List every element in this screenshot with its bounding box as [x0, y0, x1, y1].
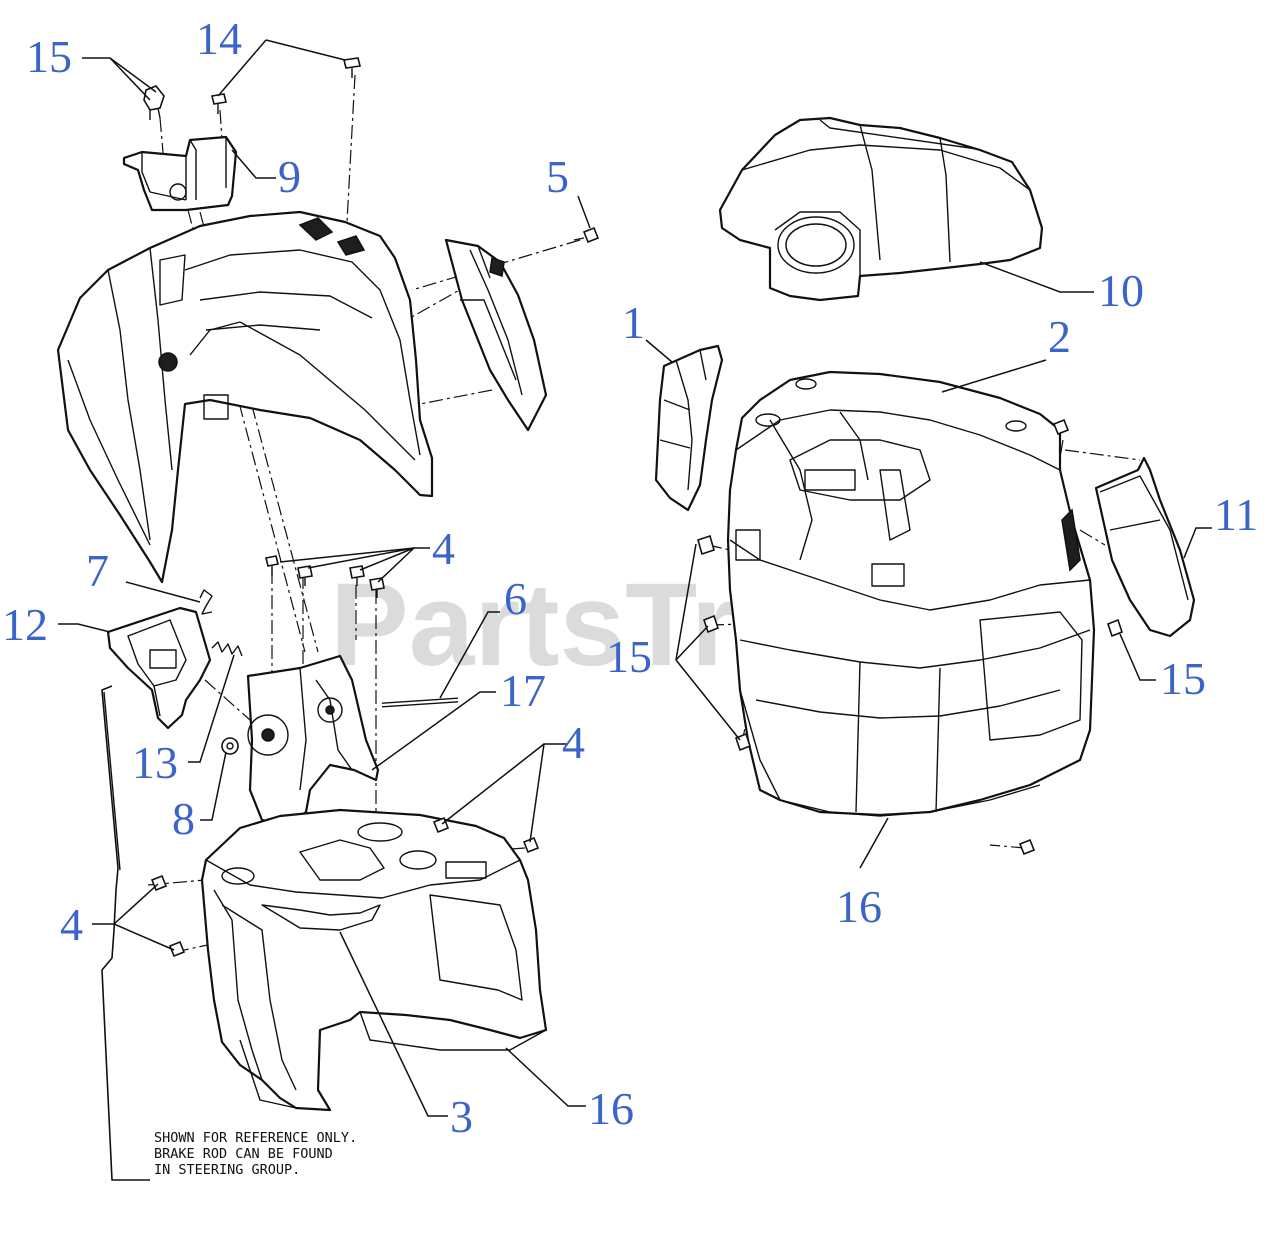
callout-13: 13 — [132, 737, 178, 788]
part-8-washer — [221, 737, 239, 755]
part-10-top-cover — [718, 116, 1044, 302]
part-13-spring — [211, 641, 243, 657]
side-panel-left-assembly — [444, 238, 548, 432]
callout-16-left: 16 — [588, 1083, 634, 1134]
screw-14-b — [343, 57, 361, 78]
brake-rod-reference — [101, 685, 150, 1181]
callout-7: 7 — [86, 545, 109, 596]
part-11-side-panel — [1094, 456, 1196, 638]
part-7-clip — [199, 589, 213, 615]
callout-2: 2 — [1048, 311, 1071, 362]
note-line-3: IN STEERING GROUP. — [154, 1162, 300, 1178]
reference-note: SHOWN FOR REFERENCE ONLY. BRAKE ROD CAN … — [154, 1130, 357, 1178]
lower-body-left — [200, 808, 548, 1112]
callout-labels: 15 14 9 5 10 1 2 11 15 15 4 7 6 12 17 13… — [2, 13, 1258, 1142]
screws-4-top — [265, 555, 385, 598]
callout-16-right: 16 — [836, 881, 882, 932]
part-17-center-bracket — [246, 654, 380, 828]
callout-15-right: 15 — [1160, 653, 1206, 704]
callout-3: 3 — [450, 1091, 473, 1142]
callout-6: 6 — [504, 573, 527, 624]
callout-4-right: 4 — [562, 717, 585, 768]
callout-15-left: 15 — [606, 631, 652, 682]
screws-4-right — [432, 816, 540, 854]
callout-9: 9 — [278, 151, 301, 202]
note-line-1: SHOWN FOR REFERENCE ONLY. — [154, 1130, 357, 1146]
callout-5: 5 — [546, 151, 569, 202]
callout-11: 11 — [1214, 489, 1258, 540]
callout-17: 17 — [500, 665, 546, 716]
part-12-bracket — [106, 606, 212, 730]
note-line-2: BRAKE ROD CAN BE FOUND — [154, 1146, 333, 1162]
callout-4-left: 4 — [60, 899, 83, 950]
clips-15-right — [697, 418, 1123, 856]
clip-15-top — [143, 85, 165, 120]
callout-14: 14 — [196, 13, 242, 64]
part-2-right-body — [726, 370, 1096, 817]
screw-14-a — [211, 93, 227, 114]
callout-15-top: 15 — [26, 31, 72, 82]
screw-5 — [573, 226, 600, 244]
callout-12: 12 — [2, 599, 48, 650]
part-1-side-panel — [654, 344, 724, 512]
callout-8: 8 — [172, 793, 195, 844]
part-9-bracket — [122, 135, 238, 212]
upper-fender-shell — [56, 210, 434, 584]
callout-4-top: 4 — [432, 523, 455, 574]
screws-4-left — [150, 874, 186, 958]
callout-10: 10 — [1098, 265, 1144, 316]
callout-1: 1 — [622, 297, 645, 348]
leader-lines — [58, 39, 1212, 1117]
